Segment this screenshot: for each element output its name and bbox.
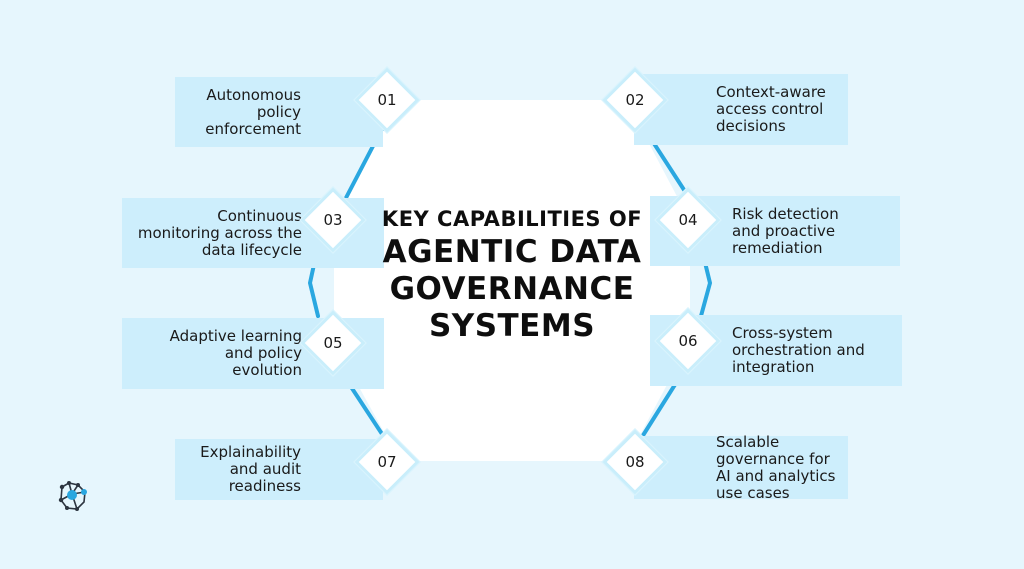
title-line-2: AGENTIC DATA [382, 234, 642, 270]
capability-text-04: Risk detection and proactive remediation [732, 204, 839, 257]
title-line-3: GOVERNANCE [389, 271, 635, 307]
number-label-03: 03 [323, 211, 343, 229]
number-label-04: 04 [678, 211, 698, 229]
capability-text-07: Explainability and audit readiness [200, 443, 301, 495]
capability-text-06: Cross-system orchestration and integrati… [732, 324, 865, 376]
network-logo-icon [58, 481, 87, 511]
number-label-06: 06 [678, 332, 698, 350]
diagram-title: KEY CAPABILITIES OF AGENTIC DATA GOVERNA… [352, 204, 672, 345]
capability-box-07: Explainability and audit readiness [175, 439, 383, 500]
capability-text-05: Adaptive learning and policy evolution [169, 327, 302, 379]
capability-text-08: Scalable governance for AI and analytics… [716, 432, 836, 502]
number-label-01: 01 [377, 91, 397, 109]
capability-box-01: Autonomous policy enforcement [175, 77, 383, 147]
number-label-08: 08 [625, 453, 645, 471]
number-label-05: 05 [323, 334, 343, 352]
number-label-02: 02 [625, 91, 645, 109]
title-line-1: KEY CAPABILITIES OF [381, 207, 643, 231]
capability-box-02: Context-aware access control decisions [634, 74, 848, 145]
number-label-07: 07 [377, 453, 397, 471]
capability-text-02: Context-aware access control decisions [716, 83, 826, 135]
capability-text-03: Continuous monitoring across the data li… [137, 206, 302, 259]
capability-text-01: Autonomous policy enforcement [205, 85, 301, 138]
title-line-4: SYSTEMS [428, 308, 596, 344]
capability-box-08: Scalable governance for AI and analytics… [634, 432, 848, 502]
